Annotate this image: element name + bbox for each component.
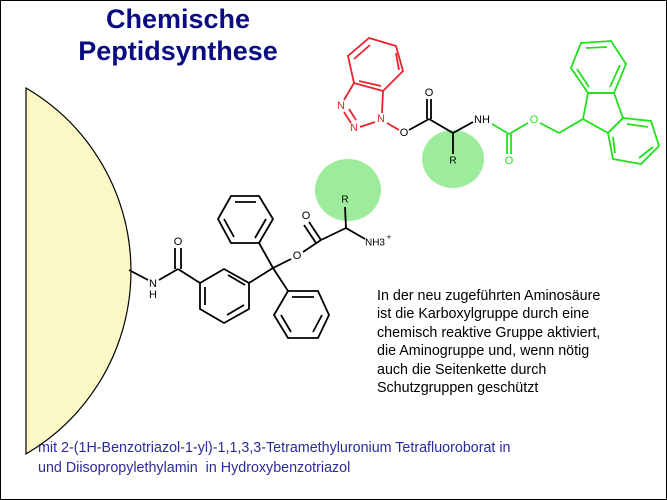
side-chain-highlight-upper [422,130,484,188]
side-chain-highlight-lower [315,159,381,221]
reagents-text: mit 2-(1H-Benzotriazol-1-yl)-1,1,3,3-Tet… [38,438,511,478]
reagents-line: und Diisopropylethylamin in Hydroxybenzo… [38,460,351,476]
description-line: ist die Karboxylgruppe durch eine [377,306,590,323]
reagents-line: mit 2-(1H-Benzotriazol-1-yl)-1,1,3,3-Tet… [38,440,511,456]
atom-ester-o-upper: O [400,127,409,139]
description-line: chemisch reaktive Gruppe aktiviert, [377,324,601,341]
atom-carbonyl-o: O [302,210,311,222]
atom-amide-o: O [174,236,183,248]
atom-amide-nh: NH [474,114,490,126]
atom-triazole-n3: N [337,100,345,112]
amino-acid-core [408,99,474,154]
atom-charge: + [387,233,392,242]
title-line-1: Chemische [105,4,251,34]
atom-side-chain-r: R [341,195,348,206]
description-line: Schutzgruppen geschützt [377,380,539,397]
atom-amide-n: N [149,278,157,290]
atom-amine: NH3 [365,238,385,249]
description-line: die Aminogruppe und, wenn nötig [377,343,590,360]
atom-carbamate-o-double: O [505,155,514,167]
atom-carbamate-o: O [530,114,539,126]
atom-carbonyl-o-upper: O [425,87,434,99]
atom-triazole-n2: N [350,122,358,134]
atom-triazole-n1: N [377,113,385,125]
benzotriazole-group [343,36,405,131]
resin-bead [25,86,132,456]
title-line-2: Peptidsynthese [78,36,278,66]
description-line: In der neu zugeführten Aminosäure [377,288,601,304]
resin-bound-amino-acid [128,195,366,339]
description-text: In der neu zugeführten Aminosäure ist di… [377,287,600,397]
atom-ester-o: O [293,250,302,262]
atom-side-chain-r-upper: R [449,156,456,167]
fmoc-group [491,40,661,165]
description-line: auch die Seitenkette durch [377,361,547,378]
atom-amide-h: H [149,289,157,301]
